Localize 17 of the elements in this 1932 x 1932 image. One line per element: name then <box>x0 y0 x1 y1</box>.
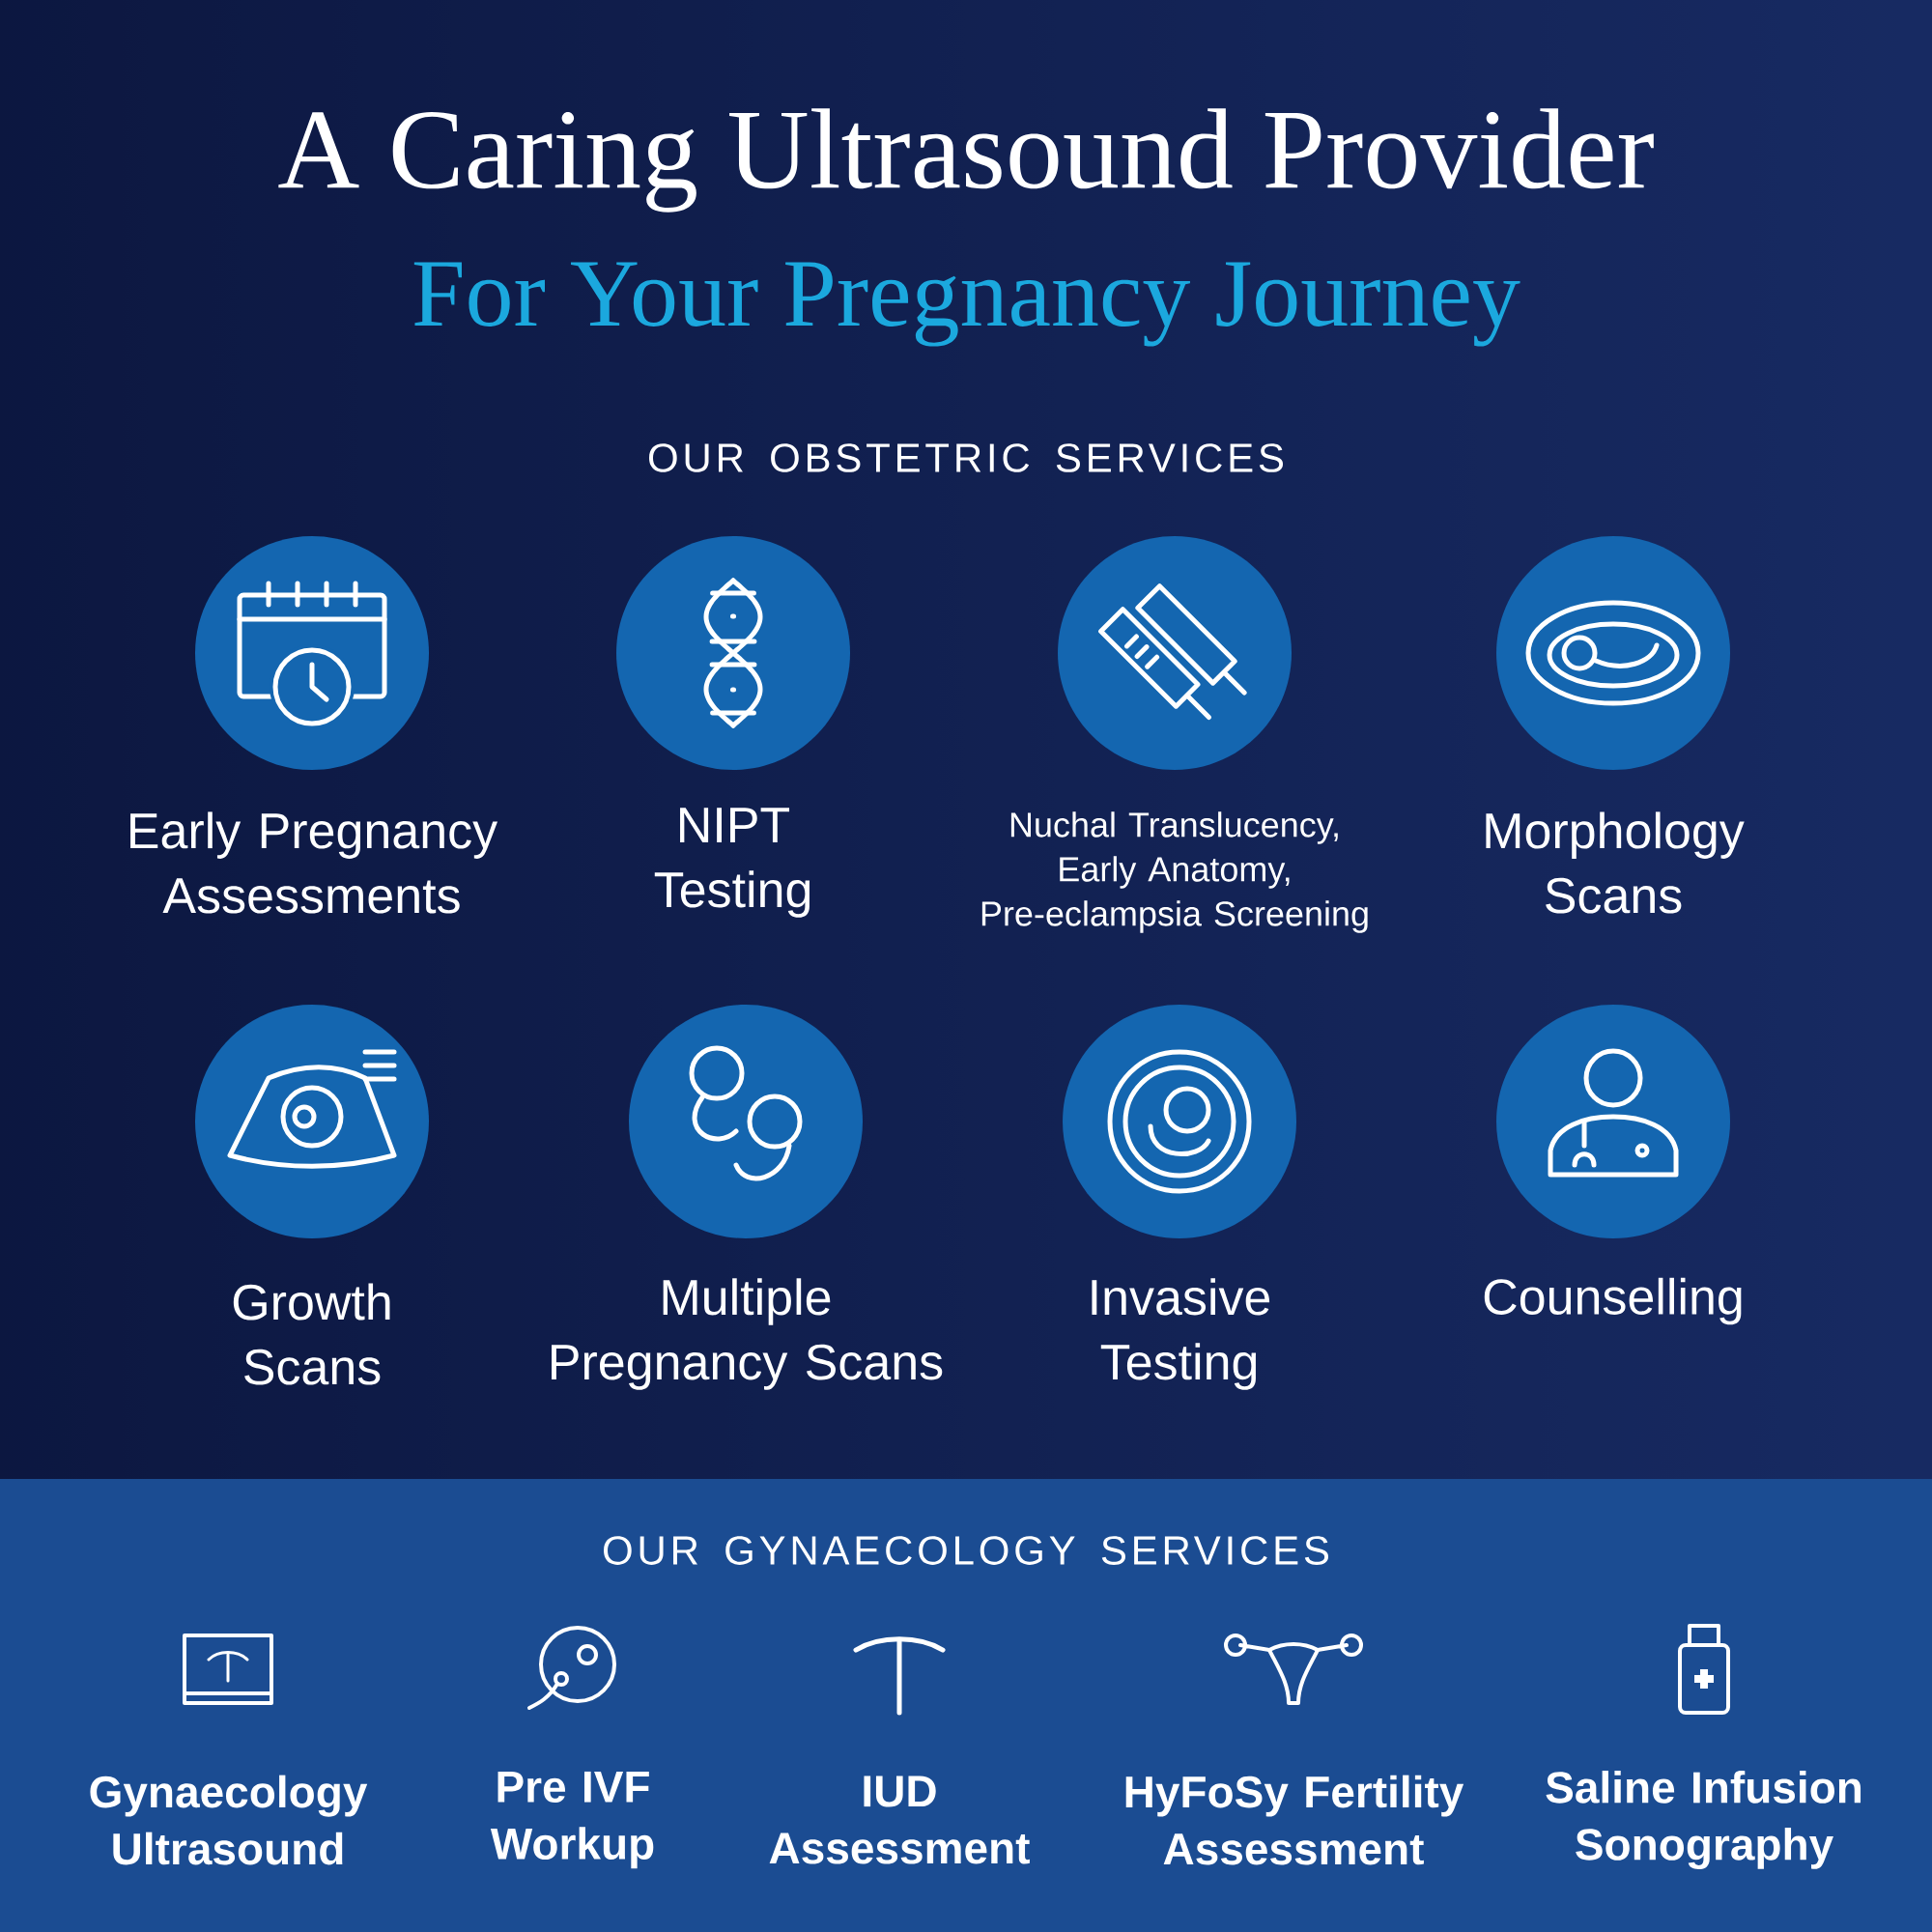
service-label: Gynaecology Ultrasound <box>90 1775 368 1865</box>
service-label: Nuchal Translucency, Early Anatomy, Pre-eclampsia Screening <box>981 811 1368 933</box>
title: A Caring Ultrasound Provider <box>278 108 1654 213</box>
service-label: Saline Infusion Sonography <box>1546 1771 1861 1870</box>
section-heading: OUR OBSTETRIC SERVICES <box>649 443 1284 472</box>
subtitle: For Your Pregnancy Journey <box>413 262 1520 347</box>
service-label: Multiple Pregnancy Scans <box>552 1278 943 1390</box>
service-label: HyFoSy Fertility Assessment <box>1125 1775 1464 1865</box>
service-label: Morphology Scans <box>1486 811 1745 914</box>
service-label: NIPT Testing <box>654 808 810 918</box>
service-label: Counselling <box>1484 1277 1742 1325</box>
service-label: IUD Assessment <box>769 1776 1030 1864</box>
section-heading: OUR GYNAECOLOGY SERVICES <box>604 1536 1328 1565</box>
service-label: Pre IVF Workup <box>490 1771 654 1869</box>
service-label: Growth Scans <box>233 1283 390 1385</box>
service-label: Invasive Testing <box>1092 1278 1270 1390</box>
service-label: Early Pregnancy Assessments <box>130 811 498 914</box>
